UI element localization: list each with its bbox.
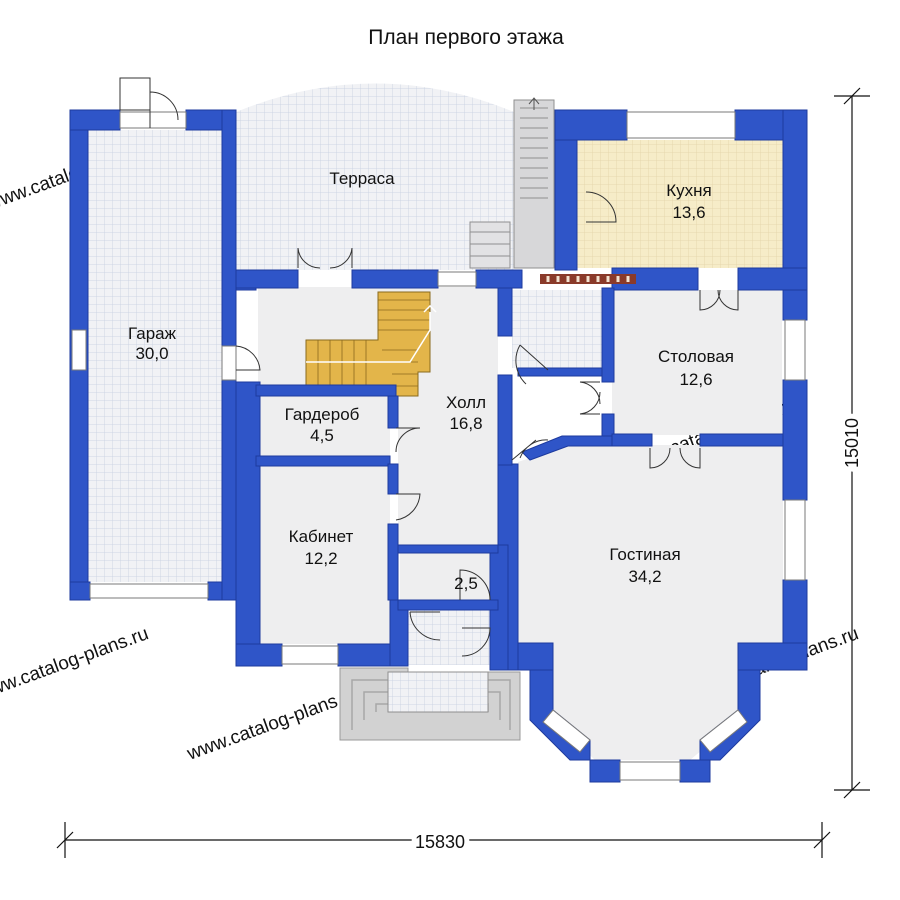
study-label: Кабинет [289,527,354,546]
hall-area: 16,8 [449,414,482,433]
pantry-floor [512,290,602,368]
dining-label: Столовая [658,347,734,366]
main-staircase [305,291,437,397]
kitchen-area: 13,6 [672,203,705,222]
doors [119,77,739,657]
terrace-label: Терраса [329,169,395,188]
living-label: Гостиная [609,545,680,564]
width-dimension [56,822,831,858]
room-labels: Гараж 30,0 Терраса Кухня 13,6 Столовая 1… [128,169,734,593]
entrance-steps [339,667,521,741]
height-dimension-label: 15010 [842,418,862,468]
garage-floor [88,130,222,582]
bathroom-area: 2,5 [454,574,478,593]
study-floor [260,466,390,644]
width-dimension-label: 15830 [415,832,465,852]
dining-area: 12,6 [679,370,712,389]
wardrobe-area: 4,5 [310,426,334,445]
vestibule-floor [408,610,490,665]
hall-label: Холл [446,393,486,412]
living-area: 34,2 [628,567,661,586]
garage-area: 30,0 [135,344,168,363]
watermark-text: www.catalog-plans.ru [184,683,362,765]
kitchen-label: Кухня [666,181,712,200]
terrace-floor [236,83,514,270]
bathroom-floor [400,552,490,600]
living-floor [518,445,783,760]
kitchen-counter [540,274,636,284]
height-dimension [834,87,870,799]
plan-title: План первого этажа [368,26,564,49]
dining-floor [612,290,782,435]
study-area: 12,2 [304,549,337,568]
windows [71,111,806,781]
wardrobe-floor [260,396,390,456]
wardrobe-label: Гардероб [285,405,360,424]
watermark-text: www.catalog-plans.ru [0,623,151,705]
terrace-stairs [469,97,555,269]
garage-label: Гараж [128,324,177,343]
